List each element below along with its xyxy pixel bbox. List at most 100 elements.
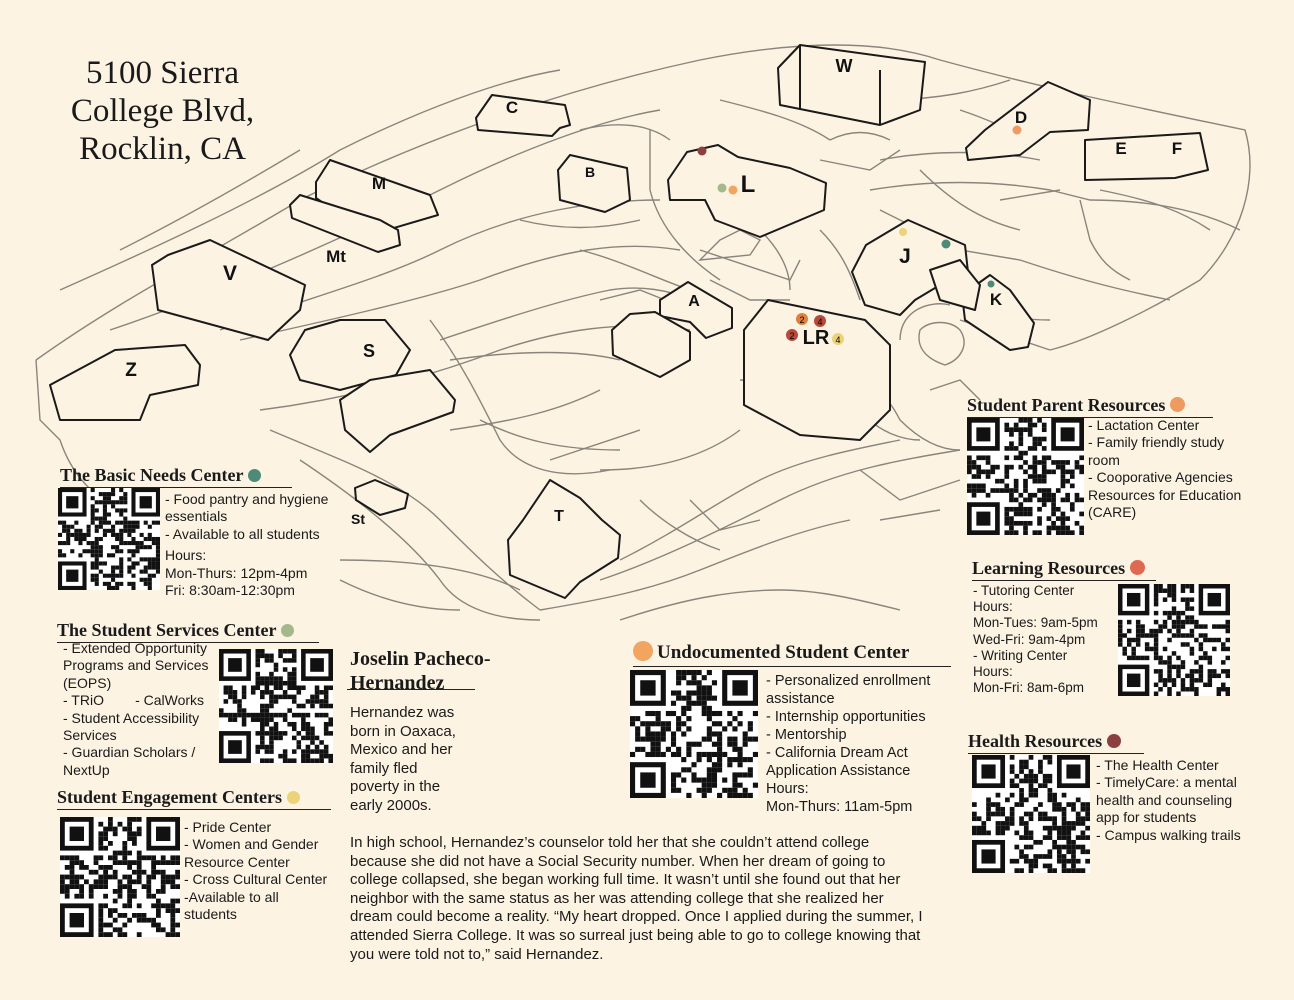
detail-line: Mon-Tues: 9am-5pm (973, 615, 1098, 631)
detail-line: Mon-Thurs: 11am-5pm (766, 799, 913, 815)
engagement-color-dot (287, 791, 300, 804)
engagement-section: Student Engagement Centers (57, 787, 331, 810)
undocumented-location-dot (728, 185, 738, 195)
detail-line: - Family friendly study (1088, 434, 1225, 451)
basic-needs-location-dot (941, 239, 951, 249)
building-label-mt: Mt (326, 247, 346, 266)
undocumented-qr-code[interactable] (630, 670, 758, 798)
article-line: college collapsed, she began working ful… (350, 871, 901, 889)
learning-qr-code[interactable] (1118, 584, 1230, 696)
detail-line: - Internship opportunities (766, 709, 926, 725)
location-dots (697, 125, 1022, 288)
article-title: Joselin Pacheco- Hernandez (350, 647, 491, 695)
building-label-b: B (585, 164, 595, 180)
engagement-details: - Pride Center - Women and Gender Resour… (184, 819, 327, 923)
floor-markers: 2 4 2 4 (786, 313, 844, 345)
undocumented-title: Undocumented Student Center (657, 642, 910, 663)
student-services-title: The Student Services Center (57, 620, 277, 640)
detail-line: Wed-Fri: 9am-4pm (973, 631, 1086, 647)
building-label-e: E (1115, 139, 1126, 158)
campus-address: 5100 Sierra College Blvd, Rocklin, CA (50, 54, 275, 168)
detail-line: assistance (766, 691, 835, 707)
basic-needs-location-dot-2 (987, 280, 995, 288)
floor-marker-3: 2 (789, 331, 794, 341)
article-line: Hernandez was (350, 704, 455, 721)
detail-line: Resource Center (184, 853, 290, 870)
detail-line: -Available to all (184, 888, 279, 905)
detail-line: Hours: (973, 664, 1013, 680)
detail-line: - TRiO - CalWorks (63, 692, 205, 709)
address-line: Rocklin, CA (79, 131, 246, 167)
health-title: Health Resources (968, 731, 1103, 751)
building-label-f: F (1172, 139, 1182, 158)
parent-title: Student Parent Resources (967, 395, 1166, 415)
building-label-a: A (688, 293, 700, 310)
learning-section: Learning Resources (972, 558, 1156, 581)
detail-line: Hours: (165, 547, 207, 564)
article-title-rule (347, 689, 475, 690)
article-line: In high school, Hernandez’s counselor to… (350, 834, 870, 851)
learning-details: - Tutoring Center Hours: Mon-Tues: 9am-5… (973, 583, 1098, 696)
detail-line: - Food pantry and hygiene (165, 491, 329, 507)
engagement-title: Student Engagement Centers (57, 787, 282, 807)
detail-line: Mon-Thurs: 12pm-4pm (165, 564, 308, 581)
engagement-location-dot (899, 228, 907, 236)
health-section: Health Resources (968, 731, 1144, 754)
learning-title: Learning Resources (972, 558, 1126, 578)
detail-line: Services (63, 727, 117, 744)
undocumented-details: - Personalized enrollment assistance - I… (766, 672, 930, 816)
parent-location-dot (1012, 125, 1022, 135)
detail-line: - TimelyCare: a mental (1096, 774, 1237, 791)
health-details: - The Health Center - TimelyCare: a ment… (1096, 757, 1241, 844)
basic-needs-qr-code[interactable] (58, 488, 160, 590)
building-shapes (49, 44, 1209, 599)
article-line: attended Sierra College. It was so surre… (350, 926, 921, 944)
building-label-st: St (351, 511, 365, 527)
detail-line: Application Assistance (766, 763, 911, 779)
detail-line: Fri: 8:30am-12:30pm (165, 582, 295, 599)
address-line: College Blvd, (70, 93, 255, 129)
building-label-t: T (554, 508, 564, 525)
article-line: Mexico and her (350, 741, 453, 759)
detail-line: Hours: (973, 599, 1013, 615)
detail-line: - Available to all students (165, 525, 320, 542)
detail-line: - Personalized enrollment (766, 673, 931, 689)
building-label-s: S (363, 341, 375, 361)
basic-needs-section: The Basic Needs Center (60, 465, 292, 488)
detail-line: (EOPS) (63, 674, 112, 691)
undocumented-title-rule (633, 666, 951, 667)
building-label-l: L (741, 171, 756, 198)
detail-line: - Cooporative Agencies (1088, 469, 1233, 486)
undocumented-section: Undocumented Student Center (633, 641, 951, 667)
detail-line: Programs and Services (63, 657, 209, 674)
article-body: In high school, Hernandez’s counselor to… (350, 834, 923, 964)
learning-color-dot (1130, 560, 1146, 575)
student-services-qr-code[interactable] (219, 649, 333, 763)
article-line: you were told not to,” said Hernandez. (350, 945, 604, 963)
article-title-line: Joselin Pacheco- (350, 648, 491, 670)
engagement-qr-code[interactable] (60, 817, 180, 937)
detail-line: NextUp (63, 761, 110, 778)
detail-line: - Women and Gender (184, 836, 319, 853)
building-label-d: D (1015, 108, 1027, 127)
address-line: 5100 Sierra (85, 55, 240, 91)
article-line: poverty in the (350, 778, 441, 796)
article-line: because she did not have a Social Securi… (350, 852, 886, 870)
health-qr-code[interactable] (972, 755, 1090, 873)
detail-line: students (184, 906, 237, 923)
parent-section: Student Parent Resources (967, 395, 1213, 418)
detail-line: - Pride Center (184, 819, 272, 835)
building-label-lr: LR (803, 327, 830, 349)
detail-line: essentials (165, 508, 228, 525)
parent-qr-code[interactable] (967, 418, 1084, 535)
detail-line: - Lactation Center (1088, 417, 1200, 433)
detail-line: - Extended Opportunity (63, 640, 207, 656)
building-labels: W C D E F B L M Mt V J K A LR S Z St T (125, 56, 1182, 527)
health-location-dot (697, 146, 707, 156)
basic-needs-title: The Basic Needs Center (60, 465, 244, 485)
detail-line: - Writing Center (973, 647, 1068, 663)
detail-line: Resources for Education (1088, 486, 1242, 503)
health-color-dot (1107, 734, 1122, 748)
building-label-z: Z (125, 360, 137, 381)
detail-line: - California Dream Act (766, 745, 908, 761)
